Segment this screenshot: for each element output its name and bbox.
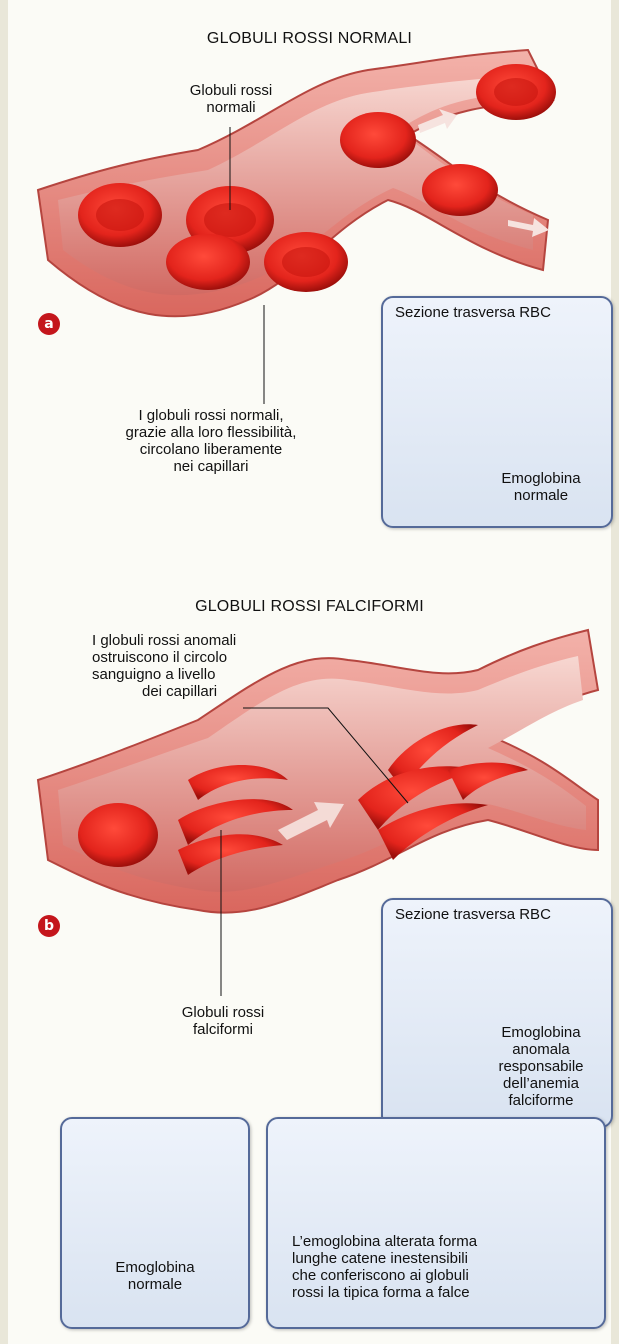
label-normal-description: I globuli rossi normali, grazie alla lor… (86, 407, 336, 475)
panel-a-badge: a (38, 313, 60, 335)
box-sickle-hemoglobin: L’emoglobina alterata forma lunghe caten… (266, 1117, 606, 1329)
inset-normal-cross-section: Sezione trasversa RBC Emoglobina normale (381, 296, 613, 528)
label-normal-cells: Globuli rossi normali (176, 82, 286, 116)
label-bottom-sickle: L’emoglobina alterata forma lunghe caten… (292, 1233, 592, 1301)
label-abnormal-hemoglobin: Emoglobina anomala responsabile dell’ane… (481, 1024, 601, 1109)
label-sickle-cells: Globuli rossi falciformi (158, 1004, 288, 1038)
inset-sickle-cross-section: Sezione trasversa RBC Emoglobina anomala… (381, 898, 613, 1128)
box-normal-hemoglobin: Emoglobina normale (60, 1117, 250, 1329)
panel-b-title: GLOBULI ROSSI FALCIFORMI (8, 598, 611, 616)
panel-b-badge: b (38, 915, 60, 937)
red-cell (78, 803, 158, 867)
inset-b-title: Sezione trasversa RBC (395, 906, 551, 923)
red-cell (422, 164, 498, 216)
red-cell (340, 112, 416, 168)
inset-a-title: Sezione trasversa RBC (395, 304, 551, 321)
label-sickle-description: I globuli rossi anomali ostruiscono il c… (92, 632, 312, 700)
label-bottom-normal: Emoglobina normale (80, 1259, 230, 1293)
red-cell (166, 234, 250, 290)
figure-page: GLOBULI ROSSI NORMALI (8, 0, 611, 1344)
label-normal-hemoglobin: Emoglobina normale (481, 470, 601, 504)
